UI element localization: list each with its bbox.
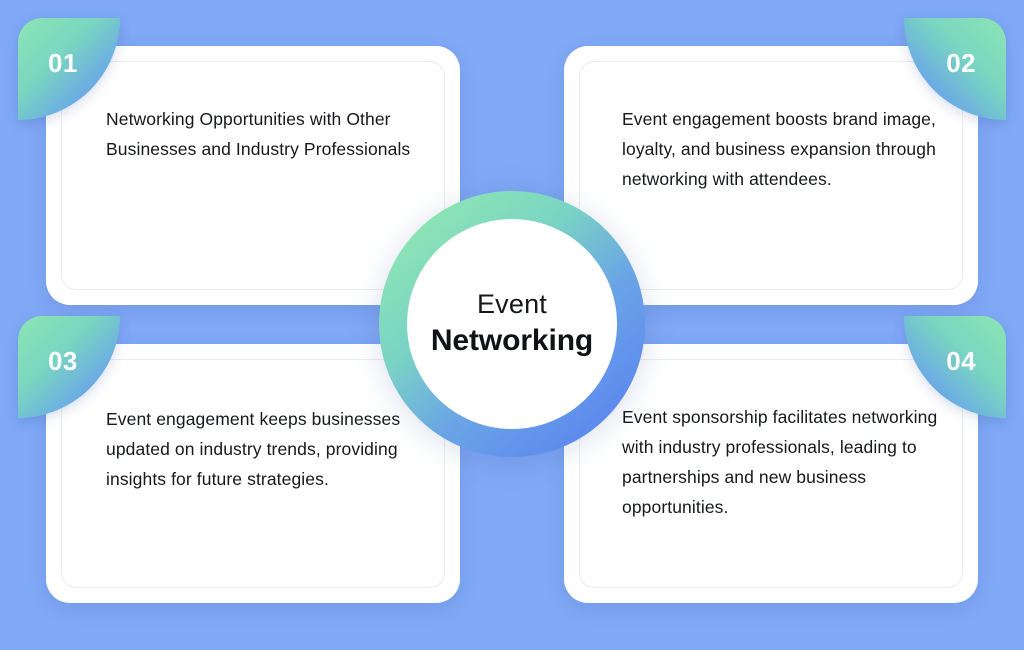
- card-inner-frame: [61, 359, 445, 588]
- center-hub: Event Networking: [379, 191, 645, 457]
- info-card-03[interactable]: 03 Event engagement keeps businesses upd…: [18, 316, 460, 603]
- badge-number-label: 02: [946, 48, 976, 78]
- card-body-text-01: Networking Opportunities with Other Busi…: [106, 109, 411, 159]
- badge-number-label: 03: [48, 346, 78, 376]
- info-card-02[interactable]: 02 Event engagement boosts brand image, …: [564, 18, 1006, 305]
- gradient-ring-icon: [379, 191, 645, 457]
- card-inner-frame: [579, 359, 963, 588]
- info-card-04[interactable]: 04 Event sponsorship facilitates network…: [564, 316, 1006, 603]
- info-card-01[interactable]: 01 Networking Opportunities with Other B…: [18, 18, 460, 305]
- card-body-text-02: Event engagement boosts brand image, loy…: [622, 109, 936, 189]
- card-number-badge-01: 01: [18, 18, 120, 120]
- badge-number-label: 04: [946, 346, 976, 376]
- hub-title-line-1: Event: [476, 288, 548, 319]
- hub-title-line-2: Networking: [430, 323, 594, 357]
- card-inner-frame: [579, 61, 963, 290]
- hub-core: Event Networking: [407, 219, 617, 429]
- card-body-text-04: Event sponsorship facilitates networking…: [622, 407, 938, 517]
- card-body-text-03: Event engagement keeps businesses update…: [106, 409, 401, 489]
- badge-number-label: 01: [48, 48, 78, 78]
- card-inner-frame: [61, 61, 445, 290]
